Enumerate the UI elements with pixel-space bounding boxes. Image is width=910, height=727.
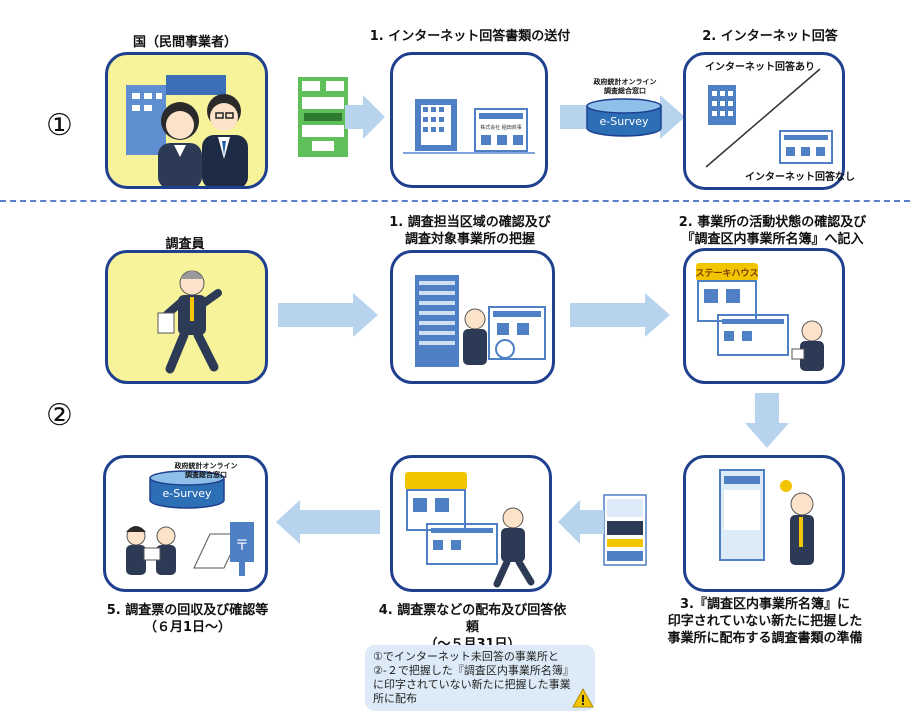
note-line3: に印字されていない新たに把握した事業 <box>373 678 571 691</box>
row1-step1-label: 1. インターネット回答書類の送付 <box>369 29 571 44</box>
row1-step2-label: 2. インターネット回答 <box>702 29 838 44</box>
building-sign-text: 株式会社 稲田商事 <box>480 124 522 131</box>
row2-step2-box: ステーキハウス <box>683 248 845 384</box>
e-survey-database-icon: e-Survey <box>586 98 662 137</box>
arrow-right-icon <box>570 293 670 337</box>
area-check-illustration <box>415 275 546 367</box>
row2-step5-label: 5. 調査票の回収及び確認等 （６月1日～） <box>95 602 280 636</box>
row2-step5-box: e-Survey 〒 <box>103 455 268 592</box>
internet-response-split-illustration <box>705 68 833 168</box>
row2-step3-label-line2: 印字されていない新たに把握した <box>667 614 863 629</box>
arrow-left-icon <box>276 500 380 544</box>
row2-step2-label-line2: 『調査区内事業所名簿』へ記入 <box>681 232 864 247</box>
note-line1: ①でインターネット未回答の事業所と <box>373 650 559 663</box>
section-divider <box>0 200 910 202</box>
row2-step5-label-line2: （６月1日～） <box>143 620 232 635</box>
arrow-right-icon <box>345 95 385 139</box>
row2-step3-label-line1: 3.『調査区内事業所名簿』に <box>680 597 850 612</box>
row1-actor-box <box>105 52 268 189</box>
row2-step3-box <box>683 455 845 592</box>
answered-label: インターネット回答あり <box>705 62 815 73</box>
row2-actor-label: 調査員 <box>165 237 205 252</box>
row2-step4-box <box>390 455 552 592</box>
portal-caption-line2: 調査総合窓口 <box>604 87 646 95</box>
section-number-2: ② <box>46 398 73 433</box>
row1-step2-box <box>683 52 845 190</box>
officials-illustration <box>126 75 248 186</box>
row2-actor-box <box>105 250 268 384</box>
arrow-down-icon <box>745 393 789 448</box>
section-number-1: ① <box>46 108 73 143</box>
survey-flyer-icon <box>603 494 647 566</box>
row1-portal-caption: 政府統計オンライン 調査総合窓口 <box>575 78 675 96</box>
row1-actor-label: 国（民間事業者） <box>132 35 237 50</box>
collection-illustration: e-Survey 〒 <box>126 470 254 576</box>
row2-step1-label-line1: 1. 調査担当区域の確認及び <box>389 215 551 230</box>
row1-step1-box: 株式会社 稲田商事 <box>390 52 548 188</box>
portal-caption-line2: 調査総合窓口 <box>185 471 227 479</box>
row2-step3-label-line3: 事業所に配布する調査書類の準備 <box>667 631 863 646</box>
portal-caption-line1: 政府統計オンライン <box>593 78 657 86</box>
row2-step2-label-line1: 2. 事業所の活動状態の確認及び <box>678 215 867 230</box>
row2-step5-label-line1: 5. 調査票の回収及び確認等 <box>106 603 269 618</box>
warning-icon <box>572 687 594 708</box>
note-line2: ②-２で把握した『調査区内事業所名簿』 <box>373 664 574 677</box>
business-status-check-illustration: ステーキハウス <box>695 263 824 371</box>
portal-name-text: e-Survey <box>162 487 211 500</box>
shop-sign-text: ステーキハウス <box>695 268 758 279</box>
document-preparation-illustration <box>719 469 814 565</box>
portal-name-text: e-Survey <box>599 115 648 128</box>
arrow-left-icon <box>558 500 604 544</box>
row2-step4-label-line1: 4. 調査票などの配布及び回答依頼 <box>378 603 567 635</box>
row2-step2-label: 2. 事業所の活動状態の確認及び 『調査区内事業所名簿』へ記入 <box>660 214 885 248</box>
row2-step1-label-line2: 調査対象事業所の把握 <box>404 232 535 247</box>
office-buildings-illustration: 株式会社 稲田商事 <box>403 99 535 154</box>
arrow-right-icon <box>278 293 378 337</box>
not-answered-label: インターネット回答なし <box>745 172 855 183</box>
row2-step3-label: 3.『調査区内事業所名簿』に 印字されていない新たに把握した 事業所に配布する調… <box>665 596 865 647</box>
internet-response-documents-icon <box>298 77 348 157</box>
row2-step1-box <box>390 250 555 384</box>
note-line4: 所に配布 <box>373 692 417 705</box>
distribution-note: ①でインターネット未回答の事業所と ②-２で把握した『調査区内事業所名簿』 に印… <box>365 645 595 711</box>
postal-mark-icon: 〒 <box>235 538 249 554</box>
row2-step1-label: 1. 調査担当区域の確認及び 調査対象事業所の把握 <box>370 214 570 248</box>
row2-portal-caption: 政府統計オンライン 調査総合窓口 <box>156 462 256 480</box>
survey-distribution-illustration <box>405 472 535 588</box>
portal-caption-line1: 政府統計オンライン <box>174 462 238 470</box>
surveyor-walking-illustration <box>157 270 222 374</box>
